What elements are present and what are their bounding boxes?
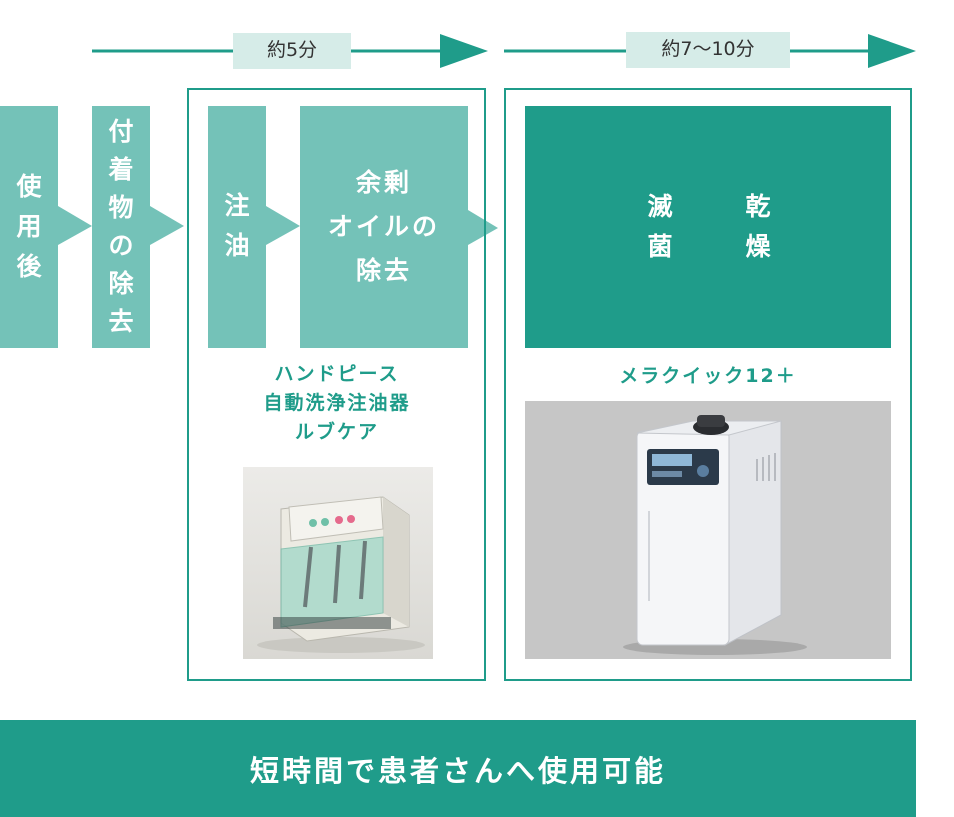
step-dry-char: 燥: [745, 232, 771, 261]
washer-caption-line: ハンドピース: [274, 363, 400, 385]
washer-device-icon: [257, 496, 425, 653]
step-remove-deposits-char: 物: [108, 193, 134, 222]
step-remove-deposits: 付 着 物 の 除 去: [92, 106, 150, 348]
step-sterilize-char: 滅: [647, 192, 673, 221]
duration-label-1: 約5分: [233, 33, 351, 69]
washer-photo: [243, 467, 433, 659]
step-dry-char: 乾: [745, 192, 771, 221]
step-remove-oil-line: オイルの: [327, 212, 440, 241]
step-lubricate-char: 油: [224, 231, 250, 260]
step-after-use-char: 用: [16, 212, 42, 241]
step-lubricate-char: 注: [224, 191, 250, 220]
step-after-use-char: 後: [16, 252, 42, 281]
flow-arrow-3: [266, 206, 300, 245]
step-lubricate: 注 油: [208, 106, 266, 348]
washer-stage-frame: [187, 88, 486, 681]
step-remove-deposits-char: 着: [108, 155, 134, 184]
step-remove-deposits-char: 付: [108, 117, 134, 146]
washer-caption: ハンドピース 自動洗浄注油器 ルブケア: [190, 360, 484, 447]
washer-caption-line: 自動洗浄注油器: [263, 392, 411, 414]
sterilizer-caption: メラクイック12＋: [619, 365, 797, 387]
step-remove-deposits-char: の: [108, 231, 134, 260]
result-banner: 短時間で患者さんへ使用可能: [0, 720, 916, 817]
step-sterilize-char: 菌: [647, 232, 673, 261]
step-dry-column: 乾 燥: [733, 106, 783, 348]
sterilizer-photo: [525, 401, 891, 659]
flow-arrow-1: [58, 206, 92, 245]
flow-arrow-4: [468, 210, 498, 245]
step-remove-oil-line: 余剰: [355, 168, 412, 197]
step-remove-deposits-char: 除: [108, 269, 134, 298]
sterilizer-stage-frame: [504, 88, 912, 681]
step-sterilize-column: 滅 菌: [635, 106, 685, 348]
step-after-use-char: 使: [16, 172, 42, 201]
flow-arrow-2: [150, 206, 184, 245]
sterilizer-device-icon: [623, 415, 807, 655]
step-remove-deposits-char: 去: [108, 307, 134, 336]
step-remove-oil-line: 除去: [355, 256, 412, 285]
step-sterilize-dry: 滅 菌 乾 燥: [525, 106, 891, 348]
step-remove-excess-oil: 余剰 オイルの 除去: [300, 106, 468, 348]
duration-label-2: 約7〜10分: [626, 32, 790, 68]
washer-caption-line: ルブケア: [294, 421, 379, 443]
step-after-use: 使 用 後: [0, 106, 58, 348]
